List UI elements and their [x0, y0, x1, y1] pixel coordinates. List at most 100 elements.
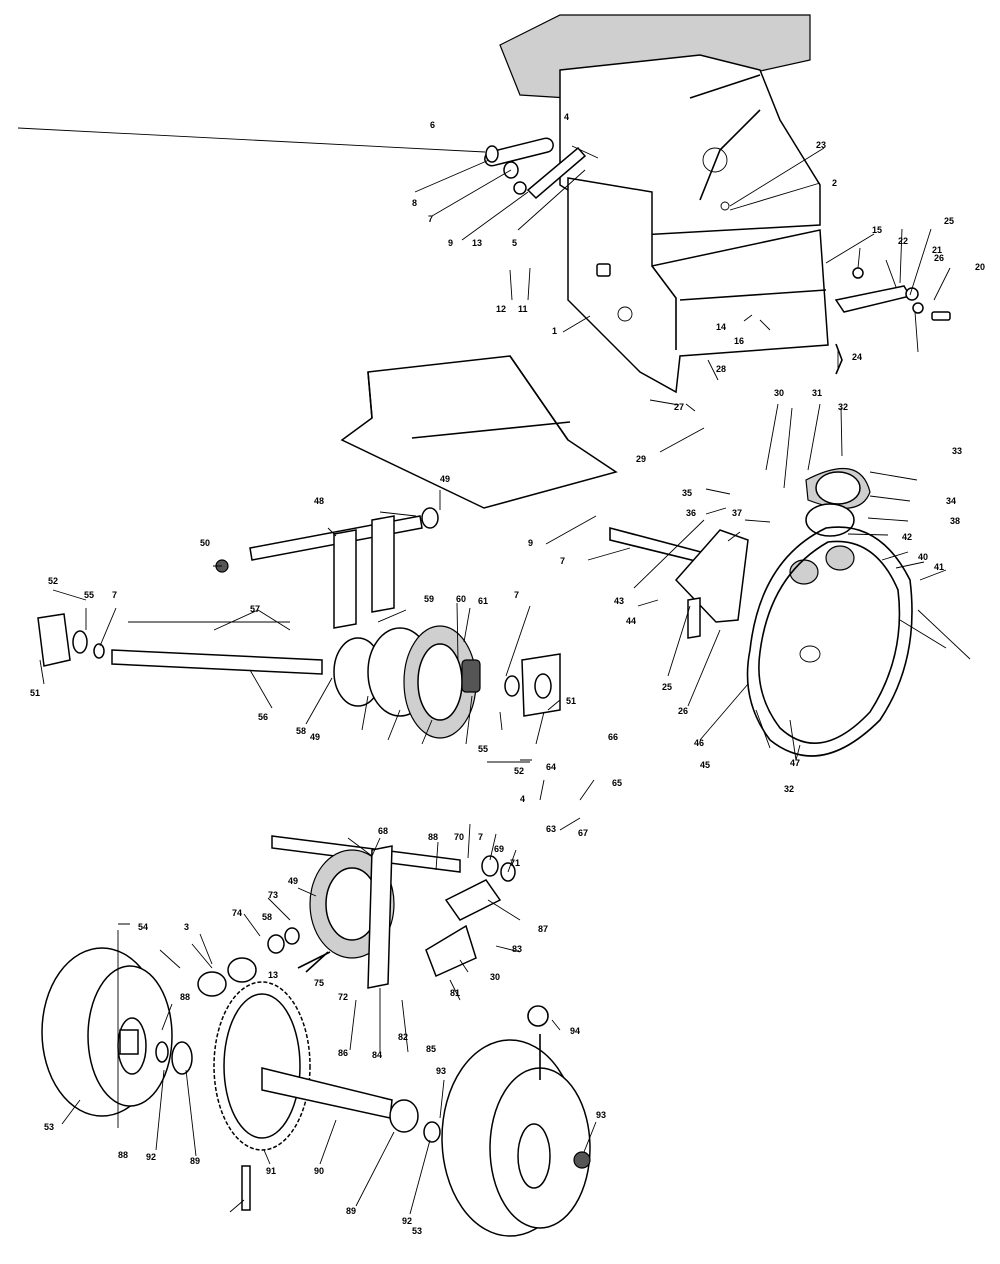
- callout-50: 49: [440, 474, 450, 484]
- callout-31b: 30: [490, 972, 500, 982]
- callout-46: 45: [700, 760, 710, 770]
- callout-16b: 13: [268, 970, 278, 980]
- left-wheel: [41, 947, 173, 1117]
- callout-92: 92: [146, 1152, 156, 1162]
- rod-bracket-49: [215, 507, 439, 629]
- callout-87: 88: [428, 832, 438, 842]
- callout-8: 8: [412, 198, 417, 208]
- callout-81: 82: [398, 1032, 408, 1042]
- callout-34: 33: [952, 446, 962, 456]
- callout-74: 70: [454, 832, 464, 842]
- callout-5: 5: [512, 238, 517, 248]
- callout-77: 73: [268, 890, 278, 900]
- callout-52: 51: [30, 688, 40, 698]
- callout-56: 55: [84, 590, 94, 600]
- callout-2: 2: [832, 178, 837, 188]
- right-wheel: [441, 1005, 591, 1237]
- callout-68: 64: [546, 762, 556, 772]
- callout-53: 52: [48, 576, 58, 586]
- chute-plate: [340, 355, 618, 509]
- callout-19: 20: [975, 262, 985, 272]
- callout-22: 22: [898, 236, 908, 246]
- callout-87b: 88: [180, 992, 190, 1002]
- callout-44: 43: [614, 596, 624, 606]
- engine-housing: [499, 14, 829, 394]
- callout-50b: 49: [310, 732, 320, 742]
- callout-16: 13: [472, 238, 482, 248]
- callout-3: 3: [184, 922, 189, 932]
- callout-65: 60: [456, 594, 466, 604]
- callout-45: 44: [626, 616, 636, 626]
- control-arm-linkage: [834, 267, 951, 375]
- callout-66: 61: [478, 596, 488, 606]
- callout-24: 24: [852, 352, 862, 362]
- callout-94: 94: [570, 1026, 580, 1036]
- callout-31: 30: [774, 388, 784, 398]
- pulley-belt-assembly: [609, 467, 913, 757]
- callout-28: 27: [674, 402, 684, 412]
- callout-32: 31: [812, 388, 822, 398]
- callout-75: 71: [510, 858, 520, 868]
- lower-drive-assembly: [197, 835, 516, 997]
- callout-47: 46: [694, 738, 704, 748]
- callout-64: 59: [424, 594, 434, 604]
- callout-7b: 7: [560, 556, 565, 566]
- callout-87c: 88: [118, 1150, 128, 1160]
- callout-72: 68: [378, 826, 388, 836]
- callout-7d: 7: [514, 590, 519, 600]
- callout-7: 7: [428, 214, 433, 224]
- callout-86: 87: [538, 924, 548, 934]
- callout-89: 90: [314, 1166, 324, 1176]
- callout-54b: 53: [412, 1226, 422, 1236]
- callout-93: 93: [436, 1066, 446, 1076]
- leader-lines: [17, 127, 971, 1215]
- callout-17: 14: [716, 322, 726, 332]
- callout-52b: 51: [566, 696, 576, 706]
- callout-33: 32: [838, 402, 848, 412]
- callout-43: 42: [902, 532, 912, 542]
- callout-59: 57: [250, 604, 260, 614]
- callout-93b: 93: [596, 1110, 606, 1120]
- callout-85: 86: [338, 1048, 348, 1058]
- callout-67: 63: [546, 824, 556, 834]
- callout-55: 54: [138, 922, 148, 932]
- callout-6: 6: [430, 120, 435, 130]
- callout-35: 34: [946, 496, 956, 506]
- callout-73: 69: [494, 844, 504, 854]
- callout-88b: 89: [346, 1206, 356, 1216]
- callout-82: 83: [512, 944, 522, 954]
- callout-4b: 4: [520, 794, 525, 804]
- main-shaft-assembly: [37, 613, 561, 739]
- callout-71: 67: [578, 828, 588, 838]
- callout-27: 26: [934, 253, 944, 263]
- callout-48: 47: [790, 758, 800, 768]
- callout-60: 58: [296, 726, 306, 736]
- callout-36: 35: [682, 488, 692, 498]
- callout-84: 85: [426, 1044, 436, 1054]
- callout-83: 84: [372, 1050, 382, 1060]
- callout-90: 91: [266, 1166, 276, 1176]
- callout-76: 72: [338, 992, 348, 1002]
- callout-23: 23: [816, 140, 826, 150]
- callout-54: 53: [44, 1122, 54, 1132]
- callout-69: 65: [612, 778, 622, 788]
- callout-15: 15: [872, 225, 882, 235]
- callout-12: 12: [496, 304, 506, 314]
- callout-60b: 58: [262, 912, 272, 922]
- callout-49: 48: [314, 496, 324, 506]
- callout-70: 66: [608, 732, 618, 742]
- callout-11: 11: [518, 304, 528, 314]
- callout-92b: 92: [402, 1216, 412, 1226]
- callout-1: 1: [552, 326, 557, 336]
- callout-56b: 55: [478, 744, 488, 754]
- callout-7e: 7: [478, 832, 483, 842]
- callout-29: 28: [716, 364, 726, 374]
- callout-33b: 32: [784, 784, 794, 794]
- shift-linkage: [484, 137, 587, 200]
- callout-88: 89: [190, 1156, 200, 1166]
- drive-gear-axle: [155, 981, 441, 1211]
- callout-26b: 25: [662, 682, 672, 692]
- callout-27b: 26: [678, 706, 688, 716]
- callout-9b: 9: [528, 538, 533, 548]
- callout-50c: 49: [288, 876, 298, 886]
